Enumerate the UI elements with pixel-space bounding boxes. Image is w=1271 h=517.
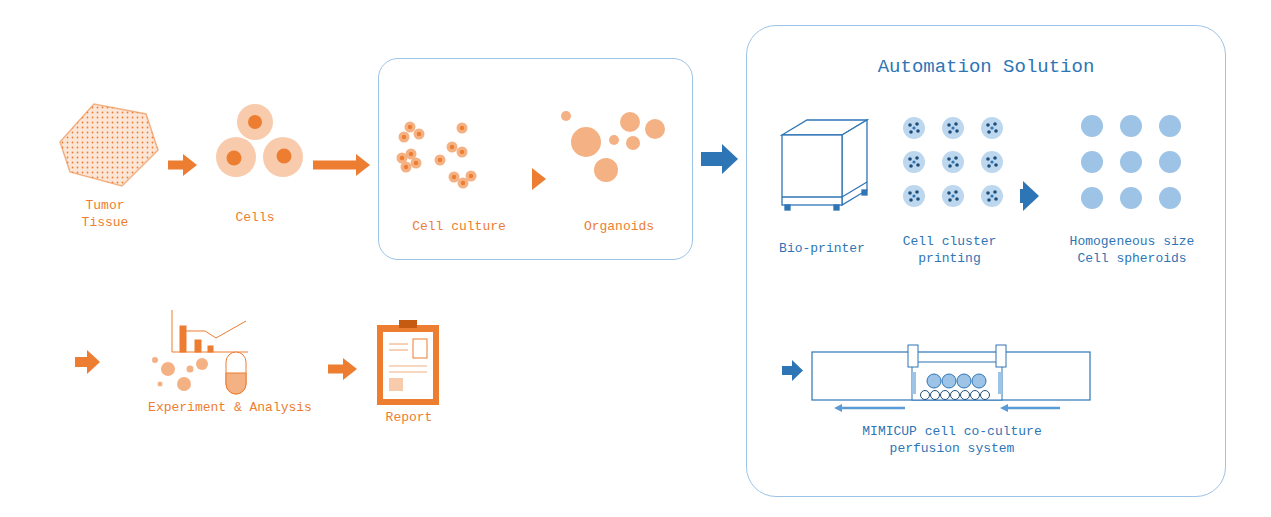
node-label: Report [386,409,433,426]
node-label: Cells [235,209,274,226]
node-label: Experiment & Analysis [148,399,312,416]
cell-cluster-drawing [903,117,1003,207]
automation-solution: Automation SolutionBio-printer Cell clust… [746,25,1226,497]
cells-drawing [216,104,303,177]
perfusion-system-drawing [812,345,1090,412]
node-label: Bio-printer [779,240,865,257]
flow-arrow [313,161,356,170]
cell-spheroids: Homogeneous size Cell spheroids [1047,121,1217,271]
bio-printer: Bio-printer [767,121,877,261]
report-drawing [377,320,439,405]
node-label: Cell cluster printing [895,233,1005,267]
node-label: Cell culture [412,218,506,235]
node-label: Organoids [584,218,654,235]
flow-arrow [782,360,803,381]
tumor-tissue: Tumor Tissue [50,100,160,235]
cells: Cells [205,100,305,230]
cell-cluster-printing: Cell cluster printing [887,121,1012,271]
node-label: Homogeneous size Cell spheroids [1062,233,1202,267]
cell-culture-drawing [397,122,477,189]
flow-arrow [75,350,100,374]
experiment-drawing [152,310,248,394]
spheroids-drawing [1081,115,1181,209]
flow-arrow [328,365,343,374]
perfusion-system: MIMICUP cell co-culture perfusion system [807,346,1097,461]
tumor-tissue-drawing [60,104,158,186]
flow-arrow [1020,189,1023,203]
bio-printer-drawing [782,120,867,210]
report: Report [365,318,453,430]
cell-culture: Cell culture [394,119,524,239]
organoids-drawing [561,111,665,182]
flow-arrow [701,152,722,166]
node-label: Tumor Tissue [75,197,135,231]
flow-arrow [168,161,183,170]
group-title: Automation Solution [878,56,1095,78]
experiment-analysis: Experiment & Analysis [140,305,320,420]
node-label: MIMICUP cell co-culture perfusion system [852,423,1052,457]
organoids: Organoids [554,99,684,239]
cell-culture-group: Cell culture Organoids [378,58,693,260]
